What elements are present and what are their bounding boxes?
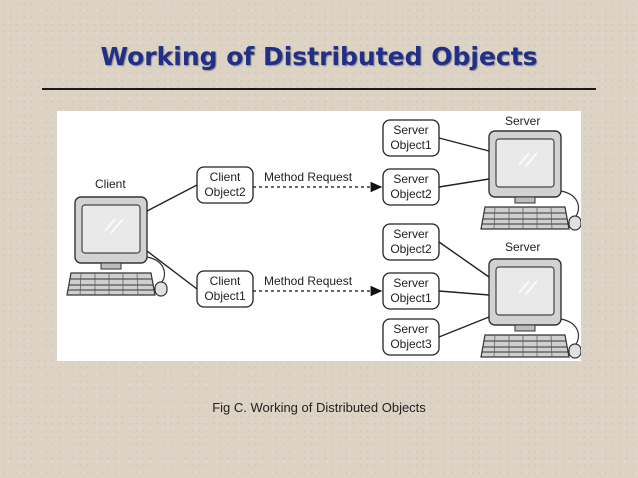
server-top-object1-node: Server Object1 <box>382 119 440 157</box>
server-bottom-object2-line2: Object2 <box>390 242 432 256</box>
server-top-object1-line1: Server <box>393 123 428 137</box>
method-request-label-2: Method Request <box>264 274 353 288</box>
client-object2-node: Client Object2 <box>196 166 254 204</box>
server-bottom-object3-line1: Server <box>393 322 428 336</box>
server-top-object2-line2: Object2 <box>390 187 432 201</box>
server-top-label: Server <box>505 114 540 128</box>
client-object1-line2: Object1 <box>204 289 246 303</box>
client-object1-node: Client Object1 <box>196 270 254 308</box>
server-bottom-object3-line2: Object3 <box>390 337 432 351</box>
server-bottom-object2-line1: Server <box>393 227 428 241</box>
connector-bottom-object3-server <box>438 316 490 338</box>
connector-client-object2 <box>146 184 198 212</box>
server-top-object1-line2: Object1 <box>390 138 432 152</box>
client-label: Client <box>95 177 126 191</box>
connector-top-object1-server <box>438 137 490 152</box>
distributed-objects-diagram: Client Server Server Client Object2 Clie… <box>57 111 581 361</box>
server-bottom-object1-node: Server Object1 <box>382 272 440 310</box>
method-request-label-1: Method Request <box>264 170 353 184</box>
connector-client-object1 <box>146 250 198 290</box>
connector-bottom-object1-server <box>438 290 490 296</box>
server-bottom-object1-line1: Server <box>393 276 428 290</box>
title-divider <box>42 88 596 90</box>
server-bottom-object1-line2: Object1 <box>390 291 432 305</box>
client-object2-line1: Client <box>210 170 241 184</box>
client-object2-line2: Object2 <box>204 185 246 199</box>
connector-top-object2-server <box>438 178 490 188</box>
server-bottom-object3-node: Server Object3 <box>382 318 440 356</box>
server-bottom-object2-node: Server Object2 <box>382 223 440 261</box>
figure-caption: Fig C. Working of Distributed Objects <box>212 400 426 415</box>
client-object1-line1: Client <box>210 274 241 288</box>
connector-bottom-object2-server <box>438 241 490 278</box>
slide-title: Working of Distributed Objects <box>100 42 538 71</box>
server-top-object2-line1: Server <box>393 172 428 186</box>
server-bottom-label: Server <box>505 240 540 254</box>
server-top-object2-node: Server Object2 <box>382 168 440 206</box>
